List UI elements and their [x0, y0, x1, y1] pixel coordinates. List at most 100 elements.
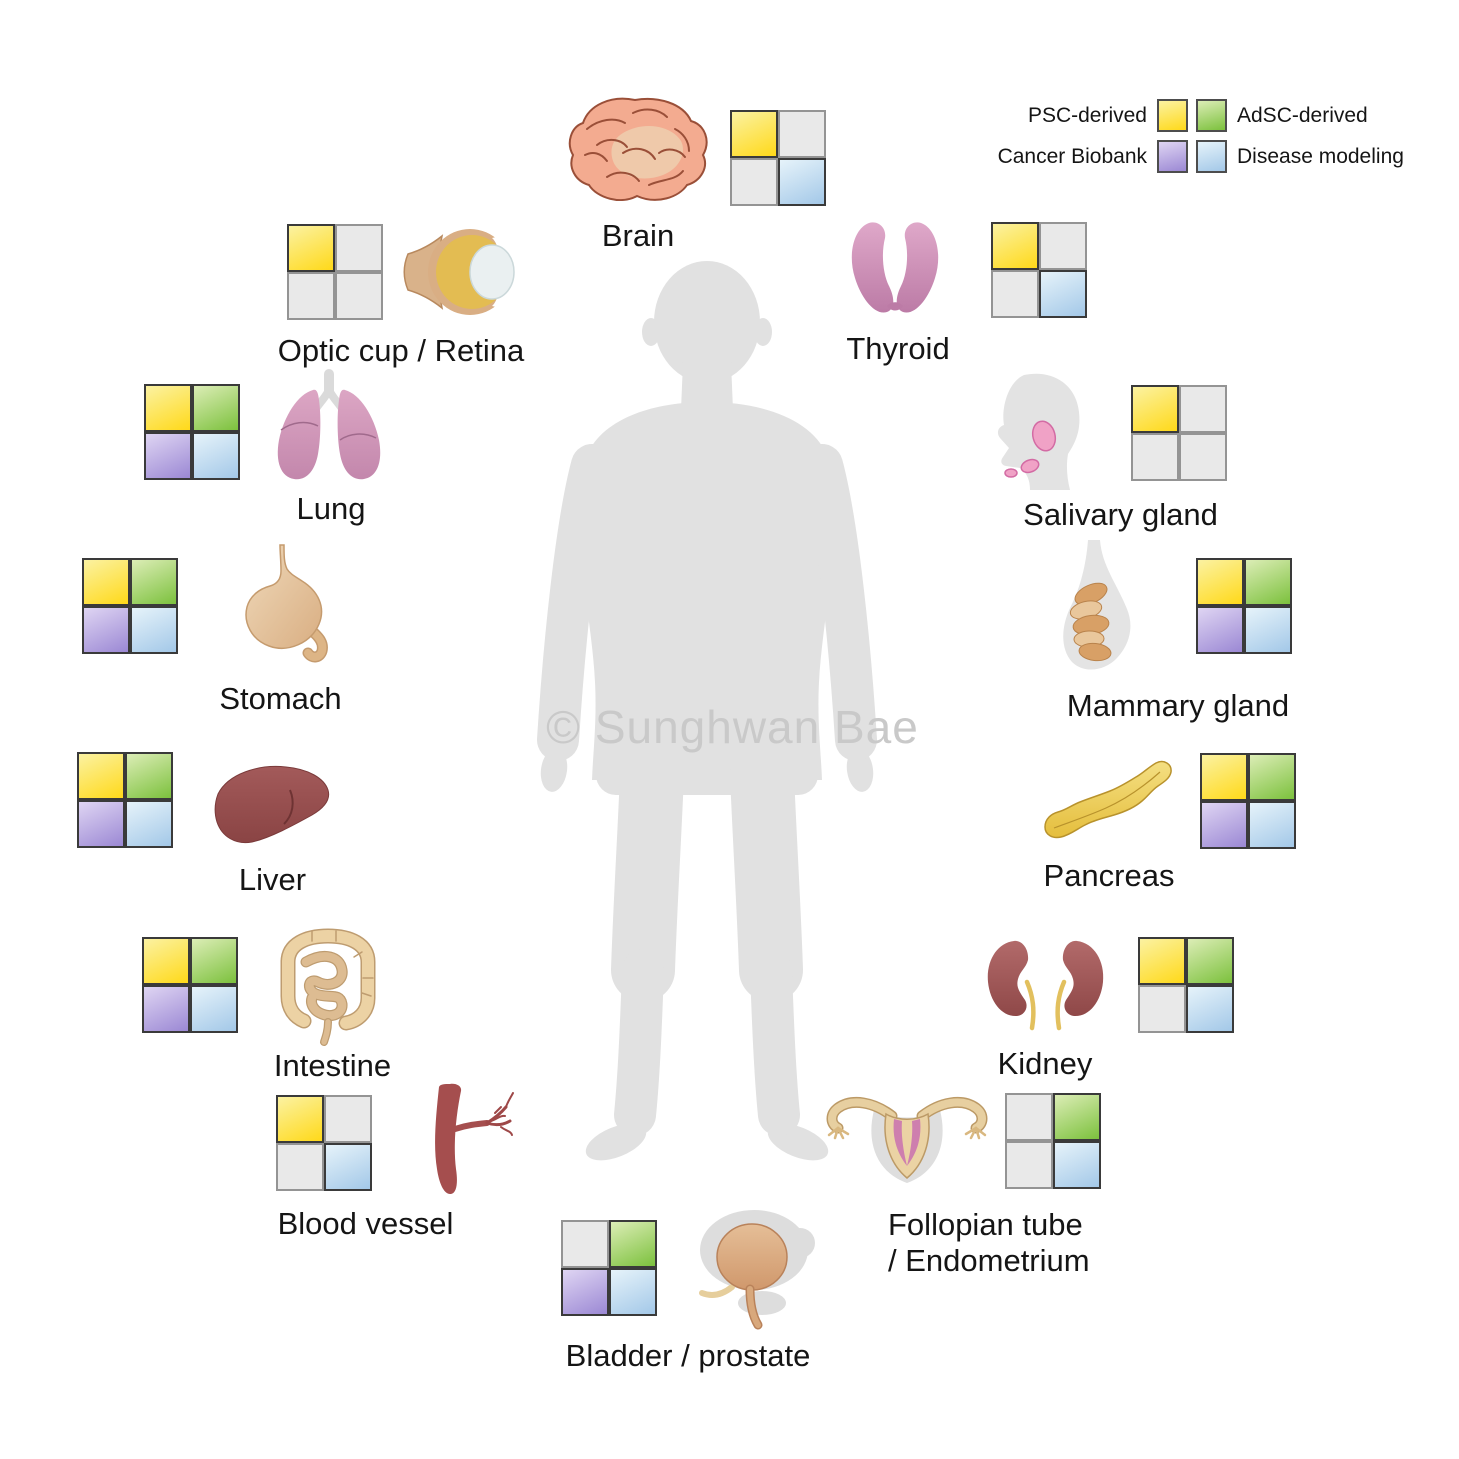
grid-cell-psc	[730, 110, 778, 158]
grid-cell-disease	[324, 1143, 372, 1191]
kidney-icon	[987, 940, 1104, 1031]
grid-cell-empty	[561, 1220, 609, 1268]
fallopian-category-grid	[1005, 1093, 1101, 1189]
grid-cell-adsc	[192, 384, 240, 432]
grid-cell-disease	[192, 432, 240, 480]
kidney-category-grid	[1138, 937, 1234, 1033]
pancreas-category-grid	[1200, 753, 1296, 849]
disease-color-swatch-icon	[1196, 140, 1227, 173]
grid-cell-disease	[778, 158, 826, 206]
organ-label-liver: Liver	[238, 862, 307, 897]
organ-label-optic-cup: Optic cup / Retina	[277, 333, 525, 368]
human-body-silhouette	[537, 261, 877, 1161]
thyroid-icon	[851, 222, 939, 313]
grid-cell-psc	[991, 222, 1039, 270]
organ-label-lung: Lung	[296, 491, 366, 526]
grid-cell-adsc	[1053, 1093, 1101, 1141]
grid-cell-adsc	[609, 1220, 657, 1268]
organ-label-intestine: Intestine	[273, 1048, 392, 1083]
grid-cell-disease	[130, 606, 178, 654]
grid-cell-psc	[82, 558, 130, 606]
mammary-gland-category-grid	[1196, 558, 1292, 654]
organ-label-pancreas: Pancreas	[1043, 858, 1175, 893]
grid-cell-empty	[1005, 1093, 1053, 1141]
fallopian-label-line1: Follopian tube	[888, 1207, 1083, 1242]
salivary-gland-icon	[997, 373, 1080, 490]
grid-cell-empty	[1179, 385, 1227, 433]
legend-label-adsc: AdSC-derived	[1237, 103, 1368, 127]
grid-cell-adsc	[130, 558, 178, 606]
organ-label-bladder: Bladder / prostate	[565, 1338, 811, 1373]
grid-cell-empty	[287, 272, 335, 320]
grid-cell-empty	[335, 272, 383, 320]
grid-cell-psc	[1196, 558, 1244, 606]
legend-label-psc: PSC-derived	[1027, 103, 1147, 127]
grid-cell-psc	[287, 224, 335, 272]
optic-cup-category-grid	[287, 224, 383, 320]
grid-cell-cancer	[142, 985, 190, 1033]
stomach-category-grid	[82, 558, 178, 654]
brain-category-grid	[730, 110, 826, 206]
lung-icon	[277, 369, 381, 480]
grid-cell-empty	[730, 158, 778, 206]
bladder-category-grid	[561, 1220, 657, 1316]
grid-cell-empty	[335, 224, 383, 272]
intestine-icon	[280, 928, 376, 1046]
salivary-gland-category-grid	[1131, 385, 1227, 481]
grid-cell-cancer	[1196, 606, 1244, 654]
grid-cell-adsc	[1186, 937, 1234, 985]
organ-label-blood-vessel: Blood vessel	[277, 1206, 454, 1241]
legend-label-disease: Disease modeling	[1237, 144, 1404, 168]
organ-label-thyroid: Thyroid	[846, 331, 950, 366]
stomach-icon	[245, 544, 328, 663]
grid-cell-cancer	[77, 800, 125, 848]
organ-label-salivary-gland: Salivary gland	[1023, 497, 1218, 532]
grid-cell-cancer	[82, 606, 130, 654]
grid-cell-cancer	[144, 432, 192, 480]
grid-cell-disease	[1244, 606, 1292, 654]
grid-cell-disease	[190, 985, 238, 1033]
grid-cell-psc	[1200, 753, 1248, 801]
organ-label-kidney: Kidney	[997, 1046, 1093, 1081]
legend: PSC-derived AdSC-derived Cancer Biobank …	[995, 95, 1413, 177]
grid-cell-adsc	[125, 752, 173, 800]
grid-cell-empty	[991, 270, 1039, 318]
grid-cell-disease	[1186, 985, 1234, 1033]
organ-label-brain: Brain	[601, 218, 675, 253]
grid-cell-disease	[125, 800, 173, 848]
grid-cell-adsc	[190, 937, 238, 985]
organ-label-mammary-gland: Mammary gland	[1066, 688, 1290, 723]
bladder-prostate-icon	[699, 1210, 815, 1330]
grid-cell-psc	[1138, 937, 1186, 985]
grid-cell-empty	[324, 1095, 372, 1143]
legend-label-cancer: Cancer Biobank	[997, 144, 1147, 168]
grid-cell-empty	[1138, 985, 1186, 1033]
grid-cell-empty	[1179, 433, 1227, 481]
brain-icon	[568, 97, 708, 201]
grid-cell-cancer	[1200, 801, 1248, 849]
grid-cell-cancer	[561, 1268, 609, 1316]
grid-cell-empty	[778, 110, 826, 158]
fallopian-label-line2: / Endometrium	[888, 1243, 1090, 1278]
lung-category-grid	[144, 384, 240, 480]
pancreas-icon	[1044, 760, 1172, 839]
grid-cell-psc	[142, 937, 190, 985]
grid-cell-adsc	[1248, 753, 1296, 801]
grid-cell-empty	[1131, 433, 1179, 481]
cancer-color-swatch-icon	[1157, 140, 1188, 173]
organ-label-stomach: Stomach	[219, 681, 342, 716]
adsc-color-swatch-icon	[1196, 99, 1227, 132]
grid-cell-disease	[1053, 1141, 1101, 1189]
blood-vessel-category-grid	[276, 1095, 372, 1191]
grid-cell-adsc	[1244, 558, 1292, 606]
blood-vessel-icon	[435, 1083, 514, 1195]
mammary-gland-icon	[1063, 540, 1131, 670]
watermark: © Sunghwan Bae	[546, 701, 919, 753]
grid-cell-empty	[1039, 222, 1087, 270]
grid-cell-empty	[276, 1143, 324, 1191]
grid-cell-psc	[144, 384, 192, 432]
intestine-category-grid	[142, 937, 238, 1033]
fallopian-tube-uterus-icon	[826, 1096, 988, 1183]
psc-color-swatch-icon	[1157, 99, 1188, 132]
